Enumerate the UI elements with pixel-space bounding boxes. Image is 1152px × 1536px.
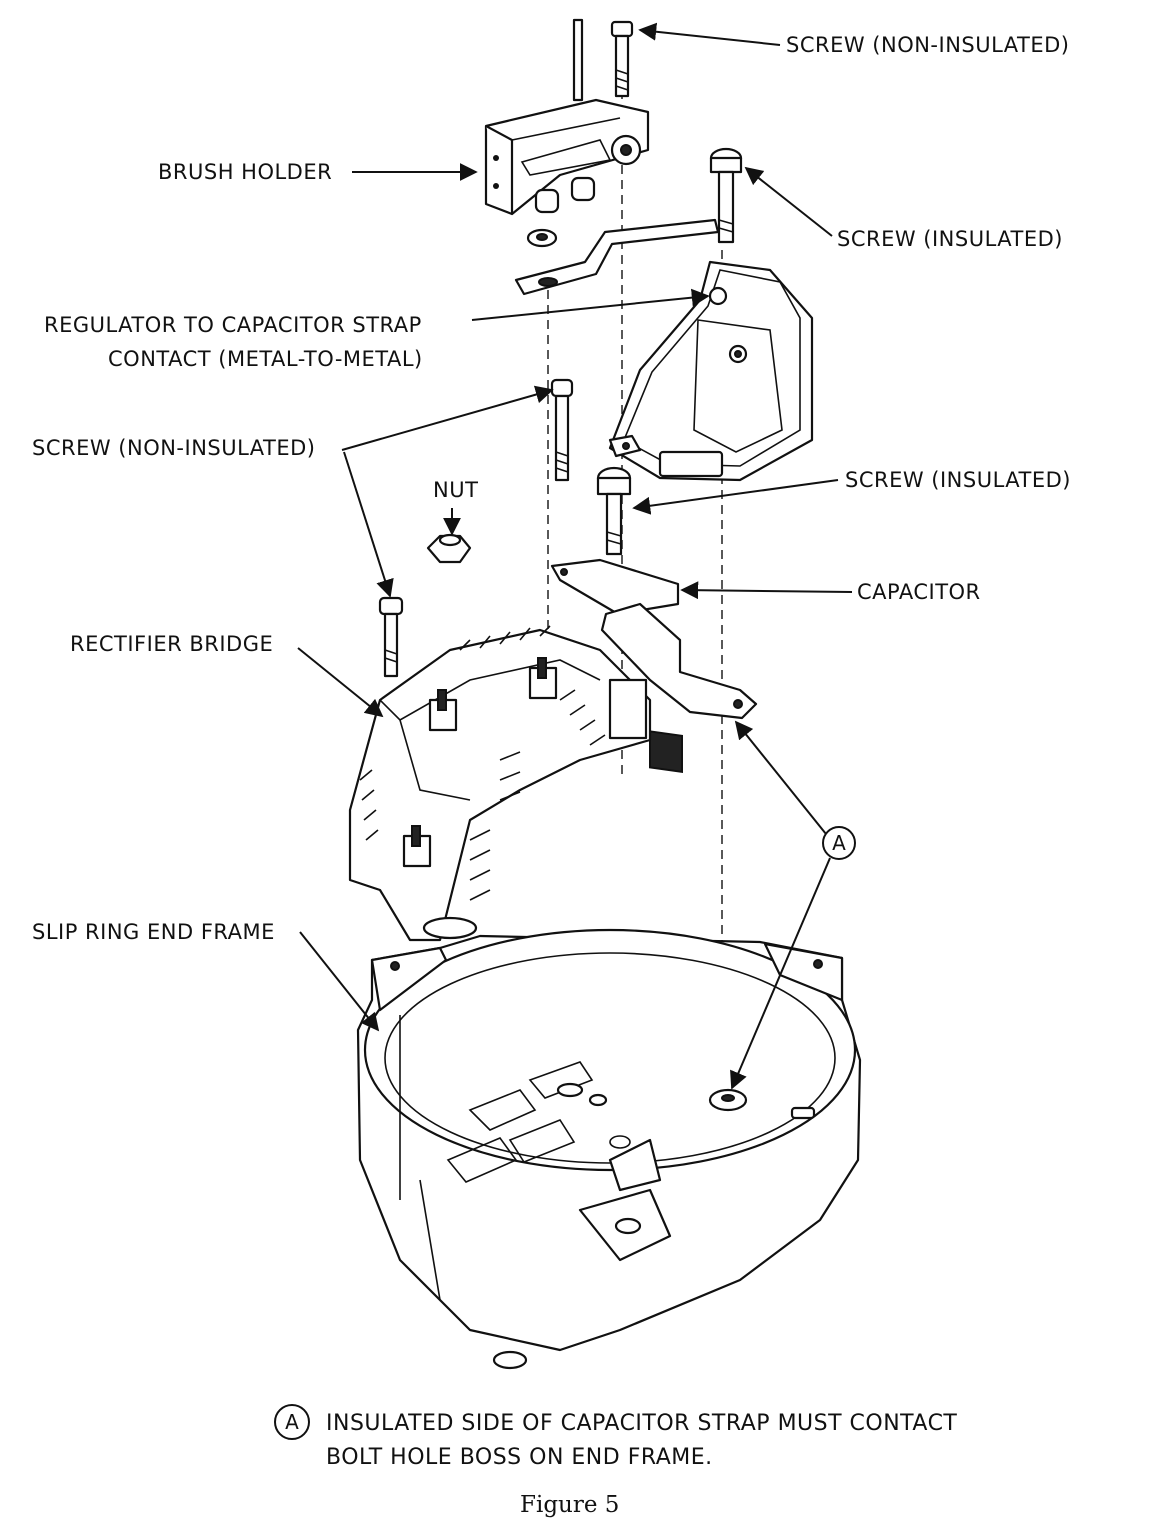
- label-screw-insulated-mid: SCREW (INSULATED): [845, 468, 1071, 492]
- label-screw-non-insulated-top: SCREW (NON-INSULATED): [786, 33, 1070, 57]
- screw-insulated-top: [709, 147, 743, 244]
- washer: [526, 228, 558, 248]
- label-rectifier-bridge: RECTIFIER BRIDGE: [70, 632, 273, 656]
- label-nut: NUT: [433, 478, 478, 502]
- label-slip-ring-end-frame: SLIP RING END FRAME: [32, 920, 275, 944]
- note-marker: A: [285, 1410, 299, 1434]
- label-regulator-strap-line2: CONTACT (METAL-TO-METAL): [108, 347, 423, 371]
- label-brush-holder: BRUSH HOLDER: [158, 160, 332, 184]
- callout-a-letter: A: [832, 831, 846, 855]
- heat-sink-fins: [359, 625, 606, 901]
- leader-lines: [297, 22, 853, 1090]
- regulator: [608, 260, 814, 482]
- label-regulator-strap-line1: REGULATOR TO CAPACITOR STRAP: [44, 313, 422, 337]
- brush-holder: [484, 18, 650, 216]
- nut: [426, 533, 472, 564]
- callout-a: A: [822, 826, 856, 860]
- label-screw-non-insulated-mid: SCREW (NON-INSULATED): [32, 436, 316, 460]
- note-line2: BOLT HOLE BOSS ON END FRAME.: [326, 1445, 713, 1470]
- figure-caption: Figure 5: [520, 1492, 619, 1518]
- capacitor: [550, 558, 758, 773]
- screw-non-insulated-small: [378, 596, 404, 678]
- screw-non-insulated-top: [610, 20, 634, 98]
- label-capacitor: CAPACITOR: [857, 580, 981, 604]
- screw-non-insulated-long: [550, 378, 574, 482]
- screw-insulated-mid: [596, 466, 632, 556]
- slip-ring-end-frame: [356, 928, 862, 1370]
- rectifier-bridge: [348, 625, 652, 942]
- note-line1: INSULATED SIDE OF CAPACITOR STRAP MUST C…: [326, 1411, 957, 1436]
- note: A INSULATED SIDE OF CAPACITOR STRAP MUST…: [274, 1404, 957, 1470]
- label-screw-insulated-top: SCREW (INSULATED): [837, 227, 1063, 251]
